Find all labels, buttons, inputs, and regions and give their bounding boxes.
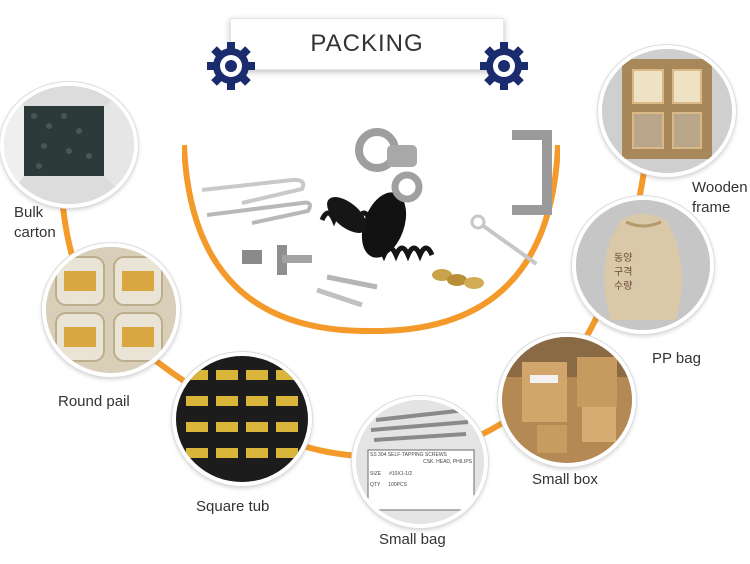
pp-bag-print-line3: 수량 [614,281,633,292]
bulk-carton-label-line1: Bulk [14,204,44,221]
small-bag-tag-size-label: SIZE [370,471,382,477]
round-pail-image [42,243,180,377]
bulk-carton-image [0,82,138,208]
wooden-frame-label: Wooden frame [692,178,748,218]
small-bag-tag-qty-value: 100PCS [388,482,407,488]
pp-bag-image: 동양 구격 수량 [572,196,714,334]
pp-bag-print: 동양 구격 수량 [614,252,674,294]
small-bag-image: SS 304 SELF-TAPPING SCREWS CSK. HEAD, PH… [352,396,488,528]
title-banner: PACKING [230,18,504,70]
hardware-products-image [182,128,560,335]
gear-icon [207,42,255,90]
page-title: PACKING [310,30,424,57]
small-bag-tag-heading: SS 304 SELF-TAPPING SCREWS [370,452,447,458]
bulk-carton-label: Bulk carton [14,203,56,243]
small-bag-label: Small bag [379,531,446,548]
small-bag-tag-qty-label: QTY [370,482,381,488]
pp-bag-print-line2: 구격 [614,267,633,278]
small-bag-tag-size-value: #10X1-1/2 [389,471,413,477]
square-tub-label: Square tub [196,498,270,515]
pp-bag-label: PP bag [652,350,701,367]
small-bag-tag: SS 304 SELF-TAPPING SCREWS CSK. HEAD, PH… [370,452,472,489]
wooden-frame-label-line2: frame [692,199,731,216]
small-bag-tag-qty-row: QTY 100PCS [370,482,472,489]
wooden-frame-label-line1: Wooden [692,179,748,196]
pp-bag-print-line1: 동양 [614,253,633,264]
bulk-carton-label-line2: carton [14,224,56,241]
small-box-image [498,333,636,467]
square-tub-image [172,352,312,486]
round-pail-label: Round pail [58,393,130,410]
small-box-label: Small box [532,471,598,488]
small-bag-tag-size-row: SIZE #10X1-1/2 [370,471,472,478]
small-bag-tag-subheading: CSK. HEAD, PHILIPS [423,459,472,465]
wooden-frame-image [598,45,736,177]
gear-icon [480,42,528,90]
